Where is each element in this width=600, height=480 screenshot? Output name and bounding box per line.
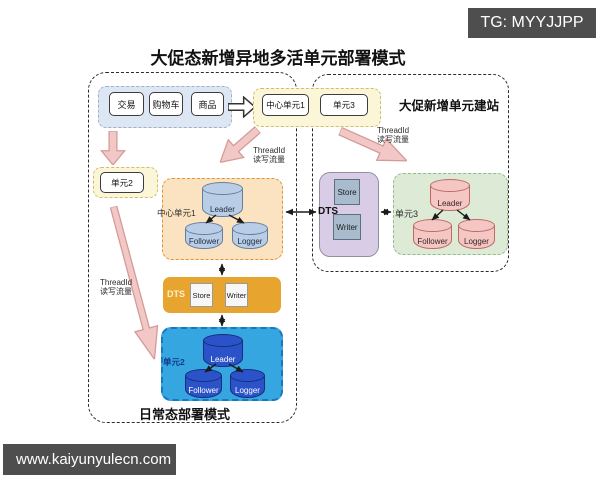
site-watermark-bar: www.kaiyunyulecn.com [3,444,176,475]
logger-label: Logger [235,386,260,395]
traffic-label-line2: 读写流量 [253,155,285,164]
daily-mode-section-label: 日常态部署模式 [139,407,231,422]
leader-label: Leader [210,205,235,214]
store-node-label: Store [337,187,357,197]
logger-db-cylinder: Logger [230,369,265,398]
traffic-arrow-to-new-unit-cluster [335,119,412,172]
traffic-label-line1: ThreadId [253,146,286,155]
tg-watermark-badge: TG: MYYJJPP [468,8,596,38]
unit2-chip: 单元2 [100,172,144,193]
center-unit1-cluster-label: 中心单元1 [157,208,196,218]
unit3-chip: 单元3 [320,94,368,116]
logger-db-cylinder: Logger [458,219,495,249]
traffic-label-line2: 读写流量 [100,287,132,296]
center-unit1-chip-label: 中心单元1 [266,100,305,110]
diagram-title: 大促态新增异地多活单元部署模式 [150,49,406,68]
dts-bar-label: DTS [167,289,185,299]
app-node-trade: 交易 [109,92,144,116]
app-node-cart-label: 购物车 [152,99,180,110]
follower-label: Follower [188,237,220,246]
traffic-arrow-to-unit2 [100,131,126,165]
follower-label: Follower [188,386,219,395]
traffic-arrow-to-center-cluster [212,120,267,172]
center-unit1-chip: 中心单元1 [262,94,309,116]
leader-label: Leader [210,355,236,364]
writer-node-label: Writer [226,290,247,300]
unit2-chip-label: 单元2 [111,177,133,188]
store-node: Store [334,179,360,205]
traffic-label-left: ThreadId 读写流量 [100,278,132,296]
traffic-label-right: ThreadId 读写流量 [377,126,409,144]
writer-node-label: Writer [336,222,358,232]
leader-db-cylinder: Leader [202,182,243,217]
traffic-arrow-to-daily-cluster [101,203,167,362]
follower-db-cylinder: Follower [185,369,222,398]
leader-label: Leader [437,199,463,208]
store-node: Store [190,283,213,307]
traffic-label-line1: ThreadId [100,278,133,287]
logger-label: Logger [464,237,489,246]
tg-watermark-text: TG: MYYJJPP [480,14,584,31]
app-node-trade-label: 交易 [117,99,136,110]
unit3-chip-label: 单元3 [333,100,355,110]
new-unit-section-label: 大促新增单元建站 [399,99,500,113]
logger-label: Logger [237,237,263,246]
daily-unit2-cluster-label: 单元2 [163,357,185,367]
flow-right-arrow-icon [228,96,255,118]
app-node-product: 商品 [191,92,224,116]
traffic-label-line1: ThreadId [377,126,410,135]
follower-db-cylinder: Follower [185,222,223,249]
traffic-label-line2: 读写流量 [377,135,409,144]
dts-sync-bar [163,277,281,313]
traffic-label-center: ThreadId 读写流量 [253,146,285,164]
new-unit-boundary [312,74,509,272]
store-node-label: Store [192,290,211,300]
app-node-cart: 购物车 [149,92,183,116]
leader-db-cylinder: Leader [203,334,243,367]
dts-box-label: DTS [318,206,338,217]
logger-db-cylinder: Logger [232,222,268,249]
follower-db-cylinder: Follower [413,219,452,249]
site-watermark-text: www.kaiyunyulecn.com [16,451,172,468]
main-deployment-boundary [88,72,297,423]
writer-node: Writer [333,214,361,240]
follower-label: Follower [417,237,448,246]
new-unit3-cluster-label: 单元3 [395,209,419,219]
app-node-product-label: 商品 [198,99,217,110]
leader-db-cylinder: Leader [430,179,470,211]
writer-node: Writer [225,283,248,307]
